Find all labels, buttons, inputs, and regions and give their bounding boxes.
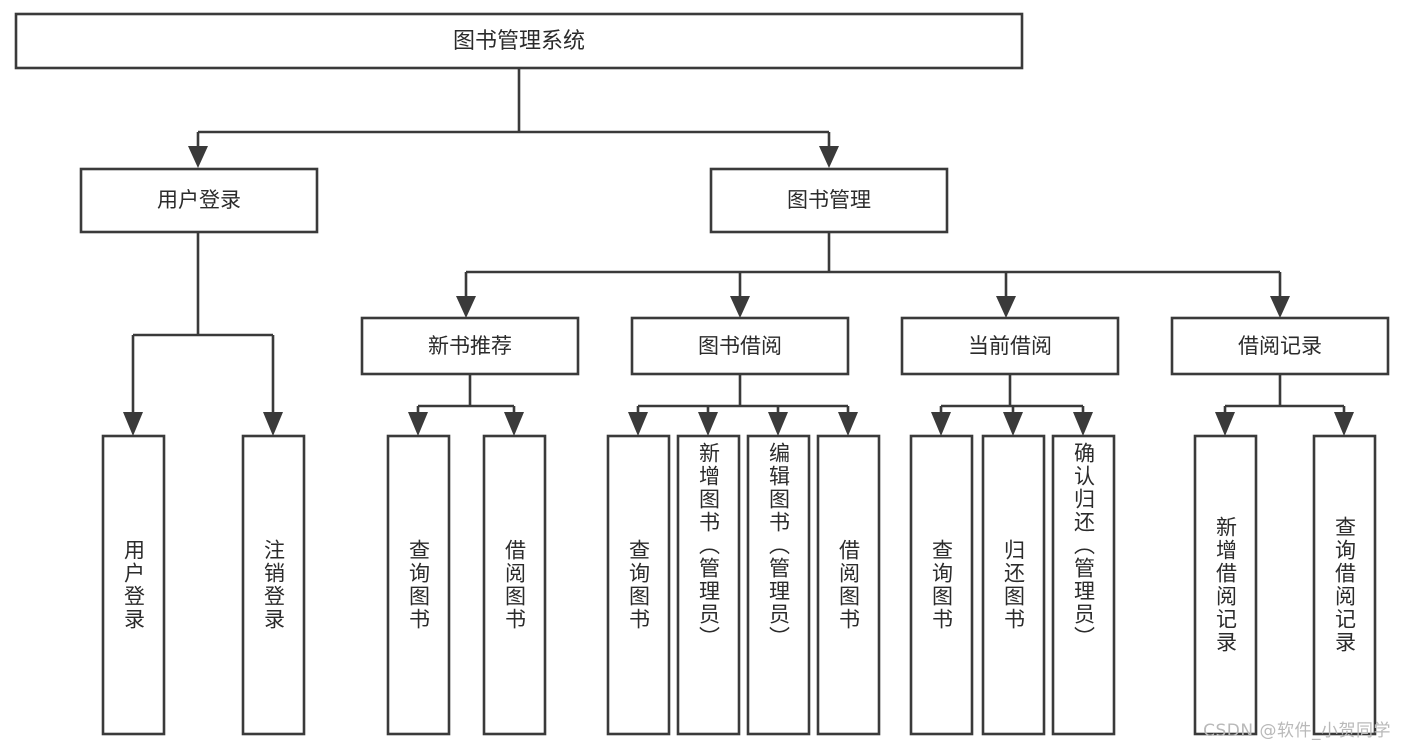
node-leaf-borrow-book-1-box[interactable]: [482, 434, 547, 736]
node-leaf-add-record-box[interactable]: [1193, 434, 1258, 736]
node-book-borrow[interactable]: 图书借阅: [630, 316, 850, 376]
node-user-login-label: 用户登录: [157, 188, 241, 212]
node-book-manage[interactable]: 图书管理: [709, 167, 949, 234]
node-book-manage-label: 图书管理: [787, 188, 871, 212]
node-new-book-recommend-box[interactable]: [360, 316, 580, 376]
node-root-label: 图书管理系统: [453, 29, 585, 54]
node-user-login[interactable]: 用户登录: [79, 167, 319, 234]
node-leaf-logout-box[interactable]: [241, 434, 306, 736]
arrow-head-current-borrow: [996, 296, 1016, 318]
node-borrow-record[interactable]: 借阅记录: [1170, 316, 1390, 376]
arrow-head-leaf-query-book-3: [931, 412, 951, 436]
node-root-box[interactable]: [14, 12, 1024, 70]
arrow-head-book-manage: [819, 146, 839, 168]
node-leaf-query-record-box[interactable]: [1312, 434, 1377, 736]
connector-group: [123, 68, 1354, 436]
arrow-head-leaf-query-book-1: [408, 412, 428, 436]
node-leaf-return-book-box[interactable]: [981, 434, 1046, 736]
node-borrow-record-label: 借阅记录: [1238, 334, 1322, 358]
arrow-head-leaf-confirm-return: [1073, 412, 1093, 436]
arrow-head-leaf-user-login: [123, 412, 143, 436]
node-leaf-borrow-book-2-box[interactable]: [816, 434, 881, 736]
node-leaf-add-book-box[interactable]: [676, 434, 741, 736]
arrow-head-leaf-edit-book: [768, 412, 788, 436]
node-new-book-recommend-label: 新书推荐: [428, 334, 512, 358]
node-leaf-query-book-3-box[interactable]: [909, 434, 974, 736]
node-current-borrow[interactable]: 当前借阅: [900, 316, 1120, 376]
node-new-book-recommend[interactable]: 新书推荐: [360, 316, 580, 376]
node-leaf-edit-book-box[interactable]: [746, 434, 811, 736]
arrow-head-leaf-borrow-book-1: [504, 412, 524, 436]
arrow-head-leaf-borrow-book-2: [838, 412, 858, 436]
node-user-login-box[interactable]: [79, 167, 319, 234]
node-book-borrow-label: 图书借阅: [698, 334, 782, 358]
node-borrow-record-box[interactable]: [1170, 316, 1390, 376]
arrow-head-borrow-record: [1270, 296, 1290, 318]
node-root[interactable]: 图书管理系统: [14, 12, 1024, 70]
arrow-head-leaf-logout: [263, 412, 283, 436]
arrow-head-leaf-query-book-2: [628, 412, 648, 436]
node-leaf-user-login-box[interactable]: [101, 434, 166, 736]
arrow-head-new-book-recommend: [456, 296, 476, 318]
node-leaf-query-book-1-box[interactable]: [386, 434, 451, 736]
node-leaf-query-book-2-box[interactable]: [606, 434, 671, 736]
arrow-head-book-borrow: [730, 296, 750, 318]
arrow-head-leaf-return-book: [1003, 412, 1023, 436]
arrow-head-user-login: [188, 146, 208, 168]
node-book-borrow-box[interactable]: [630, 316, 850, 376]
node-current-borrow-box[interactable]: [900, 316, 1120, 376]
node-current-borrow-label: 当前借阅: [968, 334, 1052, 358]
node-leaf-confirm-return-box[interactable]: [1051, 434, 1116, 736]
node-book-manage-box[interactable]: [709, 167, 949, 234]
arrow-head-leaf-add-record: [1215, 412, 1235, 436]
arrow-head-leaf-add-book: [698, 412, 718, 436]
arrow-head-leaf-query-record: [1334, 412, 1354, 436]
